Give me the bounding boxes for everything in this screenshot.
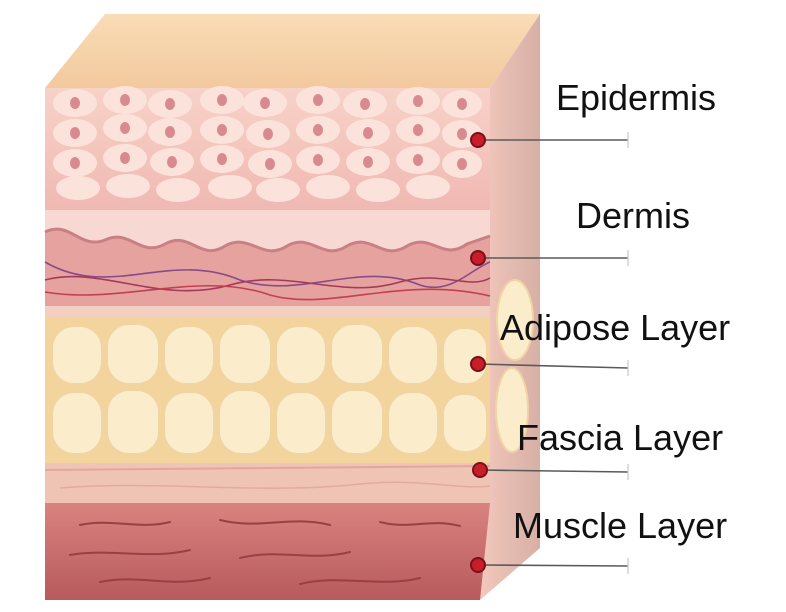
label-dermis: Dermis [576,198,690,234]
marker-dermis [471,251,485,265]
label-adipose-layer: Adipose Layer [500,310,730,346]
top-face [45,14,540,88]
marker-muscle [471,558,485,572]
marker-epidermis [471,133,485,147]
muscle-layer [45,503,490,600]
marker-fascia [473,463,487,477]
marker-adipose [471,357,485,371]
label-fascia-layer: Fascia Layer [517,420,723,456]
label-muscle-layer: Muscle Layer [513,508,727,544]
label-epidermis: Epidermis [556,80,716,116]
